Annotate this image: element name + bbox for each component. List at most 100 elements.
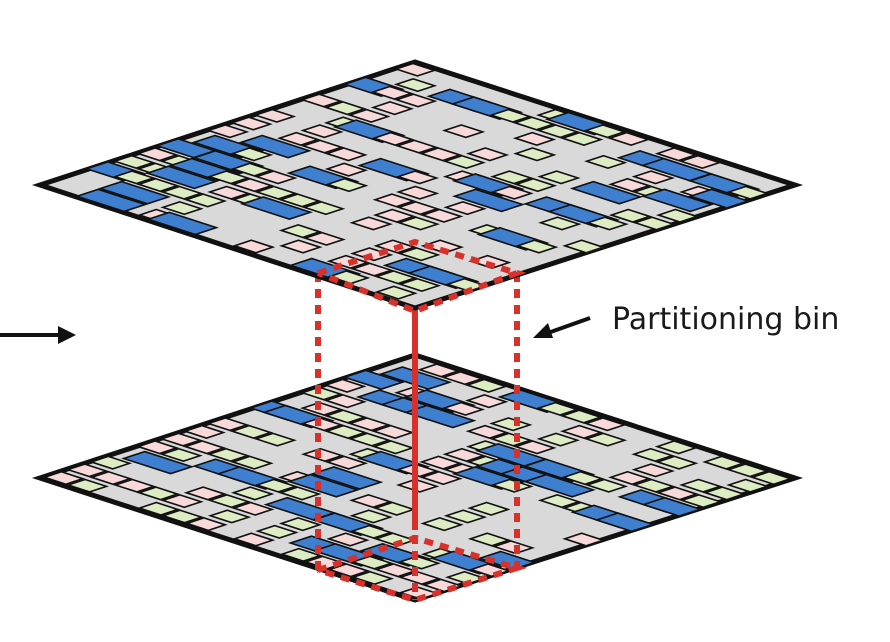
standard-cell [583, 124, 627, 139]
standard-cell [749, 470, 794, 486]
standard-cell [231, 239, 276, 254]
standard-cell [394, 93, 438, 108]
macro-block [286, 473, 360, 498]
standard-cell [513, 440, 557, 455]
standard-cell [112, 478, 157, 493]
standard-cell [512, 116, 556, 131]
standard-cell [631, 170, 675, 185]
standard-cell [349, 509, 393, 524]
bin-top-face [316, 238, 527, 315]
standard-cell [608, 470, 652, 486]
standard-cell [465, 147, 510, 162]
standard-cell [420, 208, 464, 223]
standard-cell [230, 486, 275, 501]
standard-cell [560, 131, 604, 146]
standard-cell [349, 216, 393, 231]
standard-cell [254, 478, 298, 493]
standard-cell [417, 363, 461, 378]
standard-cell [323, 394, 367, 409]
standard-cell [632, 216, 676, 231]
standard-cell [442, 447, 486, 463]
standard-cell [420, 517, 464, 532]
standard-cell [159, 447, 203, 463]
standard-cell [160, 185, 204, 200]
standard-cell [584, 478, 629, 493]
standard-cell [560, 470, 605, 486]
right-arrow-icon [0, 326, 76, 344]
standard-cell [608, 208, 653, 223]
standard-cell [397, 277, 442, 293]
standard-cell [608, 177, 652, 193]
standard-cell [160, 493, 204, 509]
standard-cell [726, 478, 770, 493]
partitioning-bin-label: Partitioning bin [612, 302, 839, 337]
standard-cell [490, 185, 534, 200]
standard-cell [300, 139, 345, 154]
standard-cell [350, 555, 394, 570]
standard-cell [349, 493, 393, 509]
standard-cell [655, 486, 700, 501]
standard-cell [372, 193, 416, 208]
standard-cell [184, 517, 228, 532]
standard-cell [112, 170, 156, 185]
standard-cell [347, 432, 392, 447]
standard-cell [325, 177, 369, 193]
standard-cell [160, 200, 204, 216]
standard-cell [207, 493, 251, 509]
standard-cell [655, 455, 699, 470]
standard-cell [535, 401, 580, 416]
standard-cell [441, 401, 485, 416]
standard-cell [489, 432, 533, 447]
standard-cell [443, 200, 487, 216]
standard-cell [725, 463, 770, 478]
standard-cell [419, 455, 463, 470]
standard-cell [397, 247, 441, 262]
standard-cell [488, 108, 533, 123]
standard-cell [207, 509, 252, 524]
standard-cell [631, 478, 676, 493]
standard-cell [229, 424, 274, 439]
standard-cell [350, 570, 395, 586]
standard-cell [467, 532, 512, 547]
standard-cell [679, 493, 723, 509]
standard-cell [679, 478, 723, 493]
standard-cell [393, 62, 437, 77]
standard-cell [278, 517, 323, 532]
macro-block [145, 211, 219, 236]
standard-cell [513, 177, 558, 193]
top-layer-cells [73, 62, 770, 300]
standard-cell [537, 493, 582, 509]
standard-cell [490, 170, 534, 185]
standard-cell [230, 455, 274, 470]
standard-cell [536, 124, 580, 139]
standard-cell [326, 532, 370, 547]
standard-cell [279, 547, 323, 562]
standard-cell [300, 124, 344, 139]
standard-cell [467, 501, 511, 516]
standard-cell [419, 470, 463, 486]
standard-cell [205, 417, 250, 432]
standard-cell [301, 200, 346, 216]
standard-cell [442, 154, 486, 170]
standard-cell [136, 501, 181, 516]
standard-cell [252, 108, 297, 123]
macro-block [121, 450, 195, 475]
standard-cell [465, 394, 509, 409]
standard-cell [374, 270, 418, 285]
standard-cell [183, 193, 228, 208]
standard-cell [207, 185, 251, 200]
standard-cell [372, 501, 417, 516]
standard-cell [324, 424, 368, 439]
standard-cell [349, 524, 394, 539]
standard-cell [278, 193, 322, 208]
standard-cell [41, 470, 86, 486]
standard-cell [206, 447, 250, 463]
standard-cell [347, 417, 391, 432]
standard-cell [631, 463, 675, 478]
standard-cell [397, 570, 442, 586]
standard-cell [300, 447, 345, 463]
standard-cell [418, 147, 463, 162]
standard-cell [182, 440, 227, 455]
standard-cell [702, 486, 747, 501]
standard-cell [254, 185, 298, 200]
